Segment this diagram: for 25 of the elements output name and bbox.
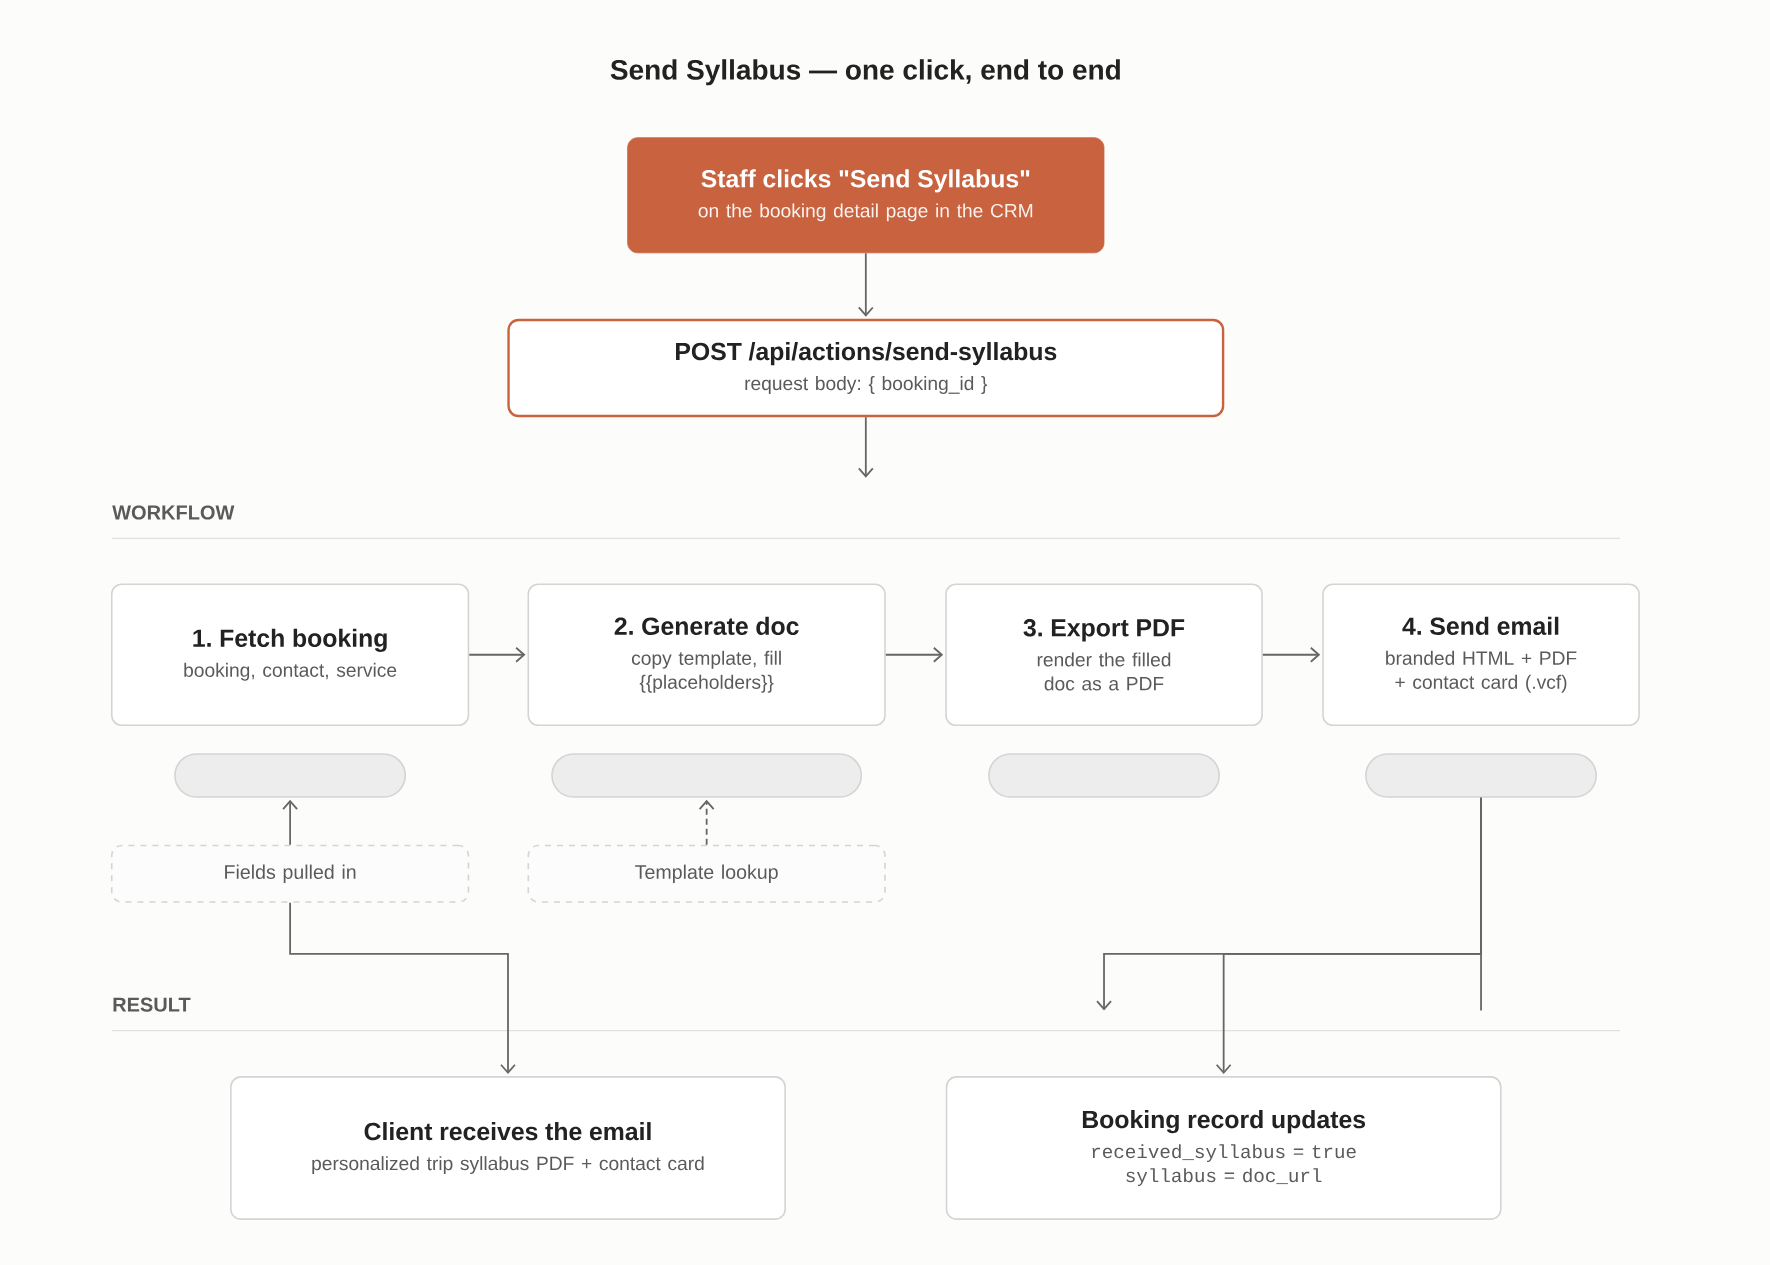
section-label: WORKFLOW	[112, 505, 235, 520]
service-pill	[1365, 753, 1597, 798]
result-box: Client receives the email personalized trip syllabus PDF + contact card	[230, 1075, 786, 1220]
step-box: 1. Fetch booking booking, contact, service	[110, 583, 470, 726]
note-box: Template lookup	[527, 844, 886, 903]
step-box: 3. Export PDF render the filled doc as a PDF	[945, 583, 1263, 726]
title: Send Syllabus — one click, end to end	[610, 59, 1120, 86]
arrow	[1261, 646, 1321, 663]
arrow	[282, 799, 298, 846]
arrow	[857, 416, 874, 478]
step-box: 4. Send email branded HTML + PDF + contact card (.vcf)	[1322, 583, 1640, 726]
step-box: 2. Generate doc copy template, fill {{placeholders}}	[527, 583, 886, 726]
service-pill	[174, 753, 407, 798]
request-box: POST /api/actions/send-syllabus request body: { booking_id }	[507, 318, 1225, 417]
note-box: Fields pulled in	[110, 844, 470, 903]
arrow	[857, 252, 874, 317]
arrow	[698, 799, 715, 846]
result-box: Booking record updates received_syllabus = true syllabus = doc_url	[945, 1075, 1502, 1220]
action-box: Staff clicks "Send Syllabus" on the booking detail page in the CRM	[627, 137, 1105, 254]
arrow	[884, 646, 944, 663]
service-pill	[551, 753, 863, 798]
arrow	[468, 646, 526, 663]
section-label: RESULT	[113, 997, 191, 1012]
arrow	[289, 901, 516, 1074]
service-pill	[988, 753, 1220, 798]
